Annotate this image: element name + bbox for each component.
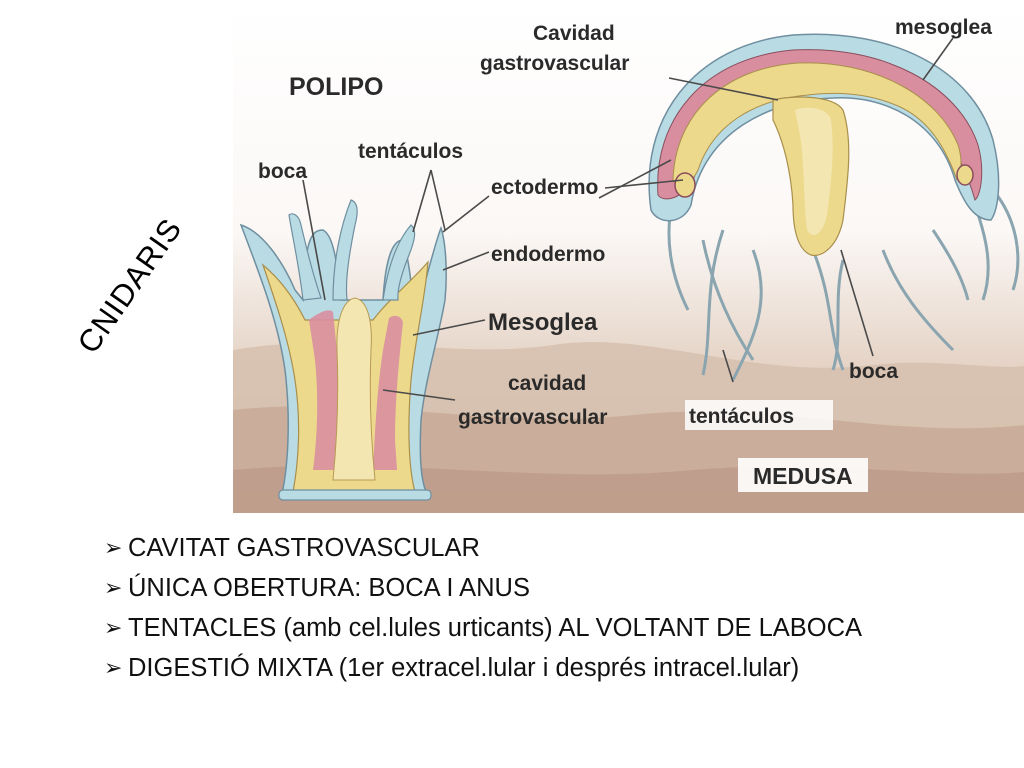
cnidarian-diagram: POLIPO boca tentáculos ectodermo endoder… <box>233 0 1024 513</box>
polyp-drawing <box>239 199 447 501</box>
medusa-title-bg <box>738 458 868 492</box>
label-ectodermo: ectodermo <box>491 176 598 199</box>
label-cavidad-polyp: cavidad <box>508 372 586 395</box>
leader-line <box>412 169 432 233</box>
polyp-tentacle <box>382 224 416 301</box>
bullet-text: TENTACLES (amb cel.lules urticants) AL V… <box>128 614 863 642</box>
leader-line <box>722 349 734 383</box>
arrow-bullet-icon: ➢ <box>104 655 123 680</box>
label-tentaculos-polyp: tentáculos <box>358 140 463 163</box>
medusa-tentacle <box>831 259 845 371</box>
medusa-tentacle <box>701 229 725 376</box>
label-boca-medusa: boca <box>849 360 898 383</box>
polyp-base <box>278 489 432 501</box>
medusa-tentacle <box>731 249 763 381</box>
label-mesoglea-medusa: mesoglea <box>895 16 992 39</box>
bullet-item: ➢ DIGESTIÓ MIXTA (1er extracel.lular i d… <box>104 648 862 688</box>
leader-lines <box>302 37 954 401</box>
polyp-cavity <box>332 297 376 481</box>
leader-line <box>412 319 486 336</box>
medusa-canal-bulb <box>674 172 696 198</box>
label-gastrovascular-medusa: gastrovascular <box>480 52 629 75</box>
leader-line <box>598 159 672 199</box>
bullet-text: CAVITAT GASTROVASCULAR <box>128 534 480 562</box>
label-gastrovascular-polyp: gastrovascular <box>458 406 607 429</box>
leader-line <box>430 169 446 231</box>
medusa-tentacle <box>881 249 955 352</box>
slide-title: CNIDARIS <box>70 211 189 360</box>
medusa-title: MEDUSA <box>753 463 853 489</box>
bullet-item: ➢ CAVITAT GASTROVASCULAR <box>104 528 862 568</box>
leader-line <box>442 195 490 233</box>
label-cavidad-medusa: Cavidad <box>533 22 615 45</box>
bullet-text: ÚNICA OBERTURA: BOCA I ANUS <box>128 574 530 602</box>
polyp-tentacle <box>332 199 358 301</box>
label-tentaculos-medusa-bg <box>685 400 833 430</box>
arrow-bullet-icon: ➢ <box>104 615 123 640</box>
leader-line <box>382 389 456 401</box>
leader-line <box>302 179 326 301</box>
medusa-tentacle <box>931 229 970 301</box>
bullet-item: ➢ TENTACLES (amb cel.lules urticants) AL… <box>104 608 862 648</box>
label-mesoglea-polyp: Mesoglea <box>488 309 598 336</box>
arrow-bullet-icon: ➢ <box>104 535 123 560</box>
leader-line <box>840 249 874 357</box>
polyp-tentacle <box>288 213 322 301</box>
leader-line <box>604 179 684 189</box>
polyp-endoderm-right <box>373 315 403 470</box>
label-tentaculos-medusa: tentáculos <box>689 405 794 428</box>
label-boca-polyp: boca <box>258 160 307 183</box>
polyp-endoderm <box>309 310 341 470</box>
bullet-list: ➢ CAVITAT GASTROVASCULAR ➢ ÚNICA OBERTUR… <box>104 528 862 688</box>
arrow-bullet-icon: ➢ <box>104 575 123 600</box>
medusa-tentacle <box>811 249 845 371</box>
bullet-item: ➢ ÚNICA OBERTURA: BOCA I ANUS <box>104 568 862 608</box>
leader-line <box>922 37 954 81</box>
medusa-manubrium-lining <box>795 107 833 235</box>
medusa-canal-bulb <box>956 164 974 186</box>
polyp-title: POLIPO <box>289 73 383 101</box>
label-endodermo: endodermo <box>491 243 605 266</box>
bullet-text: DIGESTIÓ MIXTA (1er extracel.lular i des… <box>128 654 800 682</box>
leader-line <box>442 251 490 271</box>
leader-line <box>668 77 779 101</box>
medusa-tentacle <box>991 189 1020 291</box>
